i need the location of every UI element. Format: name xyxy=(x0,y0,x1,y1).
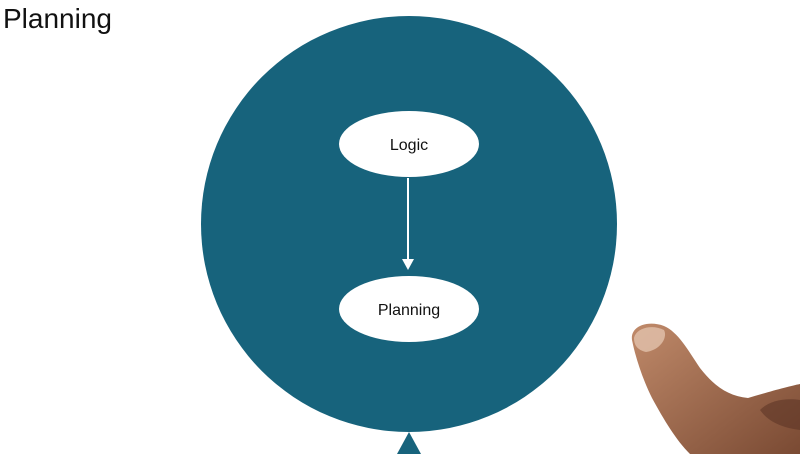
node-logic: Logic xyxy=(339,111,479,177)
pointer-triangle xyxy=(397,432,421,454)
node-planning-ellipse xyxy=(339,276,479,342)
pointing-hand-icon xyxy=(631,323,800,454)
node-planning: Planning xyxy=(339,276,479,342)
edge-logic-to-planning xyxy=(402,178,414,270)
page-title: Planning xyxy=(3,3,112,34)
node-logic-ellipse xyxy=(339,111,479,177)
node-logic-label: Logic xyxy=(390,137,428,154)
node-planning-label: Planning xyxy=(378,302,440,319)
